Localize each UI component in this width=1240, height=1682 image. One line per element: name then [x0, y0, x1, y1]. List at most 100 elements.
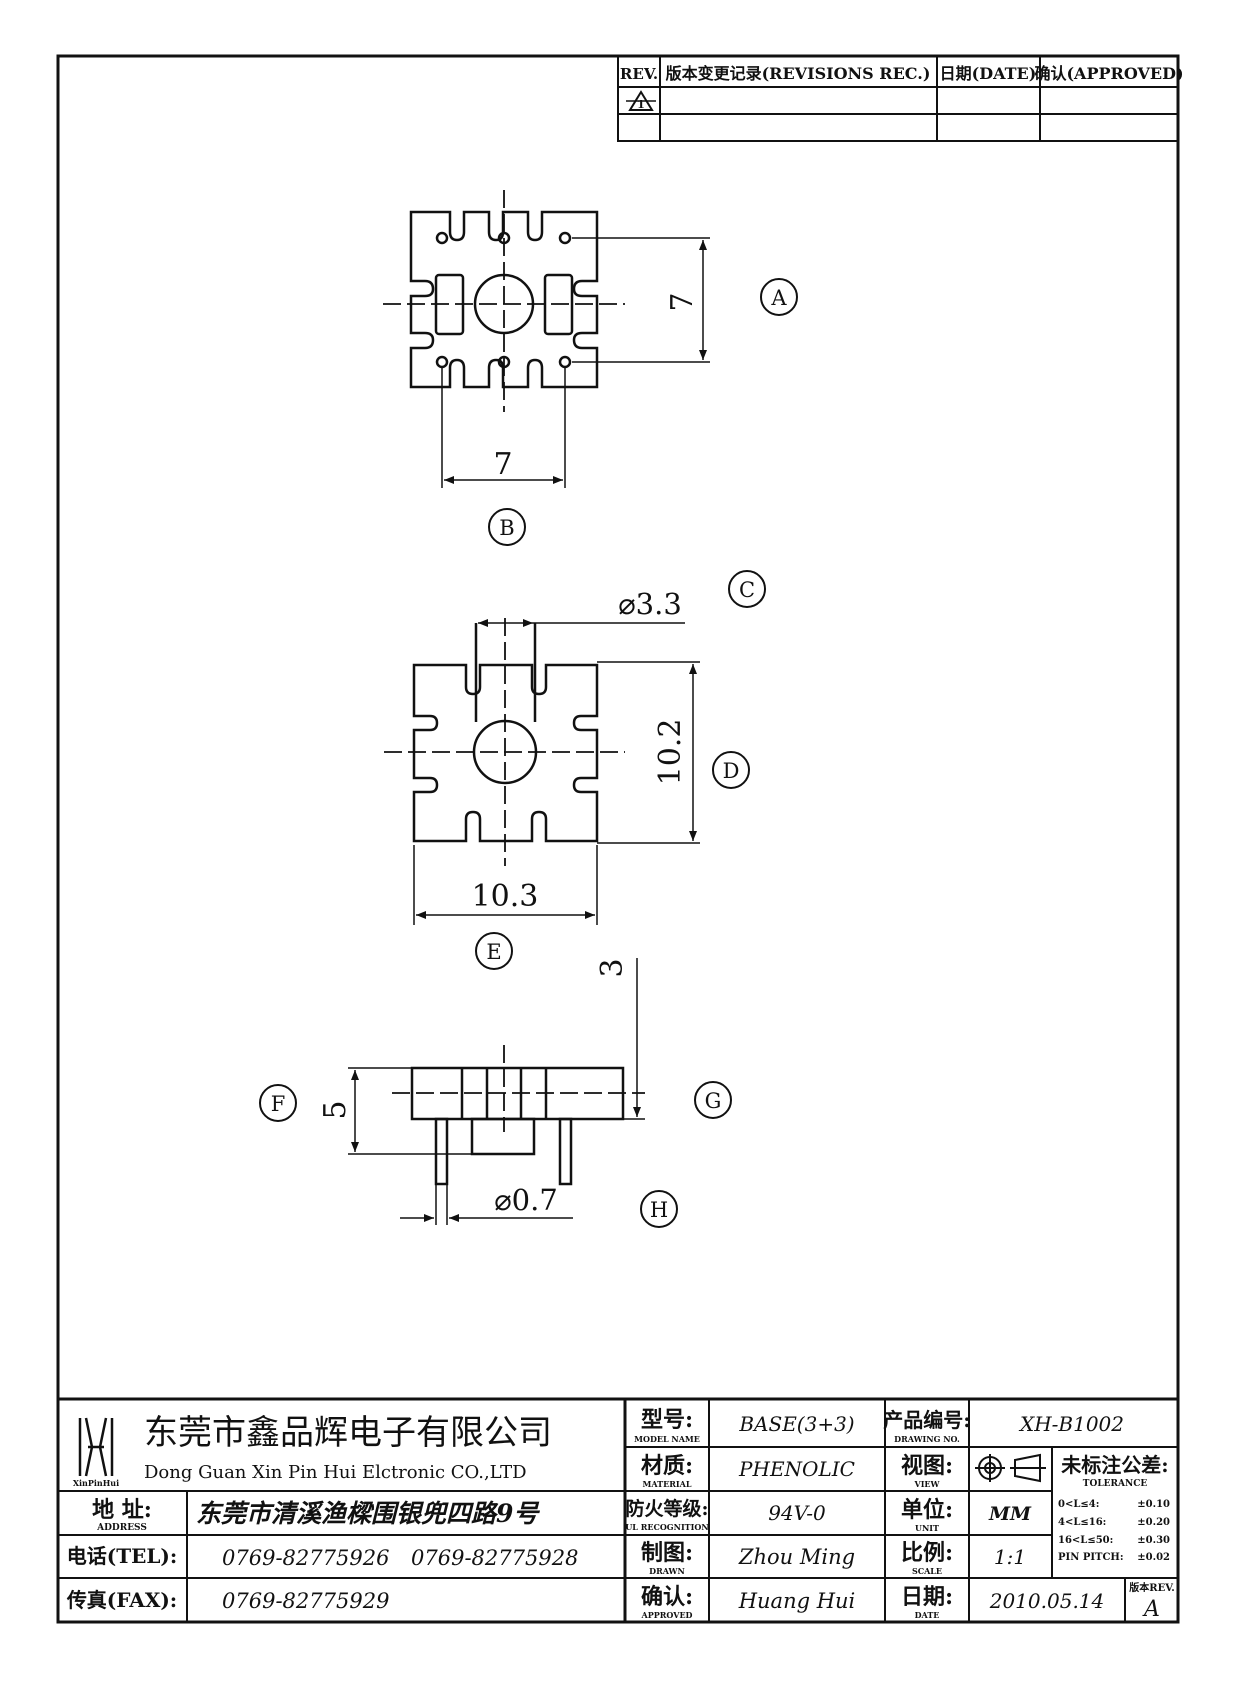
callout-e: E — [475, 932, 513, 970]
callout-f: F — [259, 1084, 297, 1122]
svg-text:C: C — [739, 578, 755, 602]
address-label: 地 址: — [92, 1497, 152, 1523]
model-label-en: MODEL NAME — [634, 1434, 700, 1444]
scale-label: 比例: — [901, 1540, 953, 1566]
revision-table — [617, 55, 1179, 142]
scale-label-en: SCALE — [912, 1566, 942, 1576]
tolerance-value: ±0.30 — [1137, 1535, 1170, 1546]
dim-side-height: 5 — [318, 1100, 353, 1119]
side-pin-right — [558, 1117, 573, 1186]
top-view-dimensions — [441, 237, 710, 488]
address-value: 东莞市清溪渔樑围银兜四路9号 — [196, 1499, 540, 1528]
company-logo — [78, 1417, 114, 1477]
callout-g: G — [694, 1081, 732, 1119]
drawing-no-label: 产品编号: — [883, 1408, 970, 1432]
tolerance-label-en: TOLERANCE — [1083, 1479, 1148, 1489]
drawn-value: Zhou Ming — [738, 1545, 855, 1569]
tolerance-value: ±0.10 — [1137, 1499, 1170, 1510]
unit-value: MM — [988, 1503, 1032, 1525]
dim-pin-diameter: ⌀0.7 — [494, 1183, 558, 1217]
model-value: BASE(3+3) — [738, 1412, 854, 1436]
version-value: A — [1142, 1597, 1160, 1622]
tolerance-range: 4<L≤16: — [1058, 1517, 1106, 1528]
callout-h: H — [640, 1190, 678, 1228]
date-header: 日期(DATE) — [940, 64, 1037, 83]
tel-value-1: 0769-82775926 — [222, 1546, 389, 1570]
fax-value: 0769-82775929 — [222, 1589, 389, 1613]
view-label: 视图: — [901, 1453, 953, 1479]
drawing-no-label-en: DRAWING NO. — [894, 1434, 960, 1444]
rev-header: REV. — [620, 65, 658, 83]
svg-text:H: H — [650, 1198, 668, 1222]
tel-value-2: 0769-82775928 — [411, 1546, 578, 1570]
svg-text:B: B — [499, 516, 514, 540]
pin-hole — [558, 355, 572, 369]
title-block-grid — [58, 1397, 1178, 1622]
dim-hole-diameter: ⌀3.3 — [618, 587, 682, 621]
drawn-label-en: DRAWN — [649, 1566, 685, 1576]
svg-text:E: E — [486, 940, 501, 964]
tolerance-range: 0<L≤4: — [1058, 1499, 1099, 1510]
pin-hole — [558, 231, 572, 245]
company-name-en: Dong Guan Xin Pin Hui Elctronic CO.,LTD — [144, 1462, 527, 1483]
pin-hole — [435, 231, 449, 245]
dim-pin-length: 3 — [595, 958, 630, 977]
tolerance-range: 16<L≤50: — [1058, 1535, 1113, 1546]
drawing-no-value: XH-B1002 — [1018, 1412, 1124, 1436]
dim-body-height: 10.2 — [653, 719, 688, 786]
svg-text:F: F — [271, 1092, 286, 1116]
fire-rating-label-en: UL RECOGNITION — [625, 1522, 708, 1532]
callout-a: A — [760, 278, 798, 316]
material-value: PHENOLIC — [738, 1457, 855, 1481]
view-label-en: VIEW — [913, 1479, 940, 1489]
tel-label: 电话(TEL): — [67, 1544, 178, 1568]
address-label-en: ADDRESS — [96, 1523, 147, 1533]
version-label: 版本REV. — [1129, 1581, 1174, 1594]
tolerance-table: 0<L≤4: ±0.10 4<L≤16: ±0.20 16<L≤50: ±0.3… — [1058, 1499, 1170, 1563]
date-value: 2010.05.14 — [989, 1589, 1105, 1613]
date-label: 日期: — [901, 1584, 953, 1610]
third-angle-projection-icon — [975, 1453, 1046, 1483]
model-label: 型号: — [641, 1407, 693, 1433]
scale-value: 1:1 — [994, 1545, 1026, 1569]
svg-text:1: 1 — [637, 98, 645, 111]
tolerance-range: PIN PITCH: — [1058, 1552, 1124, 1563]
side-view-centerlines — [392, 1045, 645, 1132]
dim-pitch-horizontal: 7 — [493, 447, 512, 482]
material-label: 材质: — [641, 1453, 693, 1479]
revision-triangle-icon: 1 — [626, 90, 656, 111]
fire-rating-value: 94V-0 — [768, 1501, 826, 1525]
dim-body-width: 10.3 — [472, 879, 539, 914]
unit-label-en: UNIT — [915, 1523, 939, 1533]
tolerance-label: 未标注公差: — [1061, 1453, 1168, 1477]
dim-pitch-vertical: 7 — [665, 292, 700, 311]
bottom-view-dimensions — [413, 619, 700, 925]
fire-rating-label: 防火等级: — [625, 1497, 708, 1520]
approved-header: 确认(APPROVED) — [1034, 64, 1183, 83]
revisions-header: 版本变更记录(REVISIONS REC.) — [665, 64, 931, 83]
side-pin-left — [434, 1117, 449, 1186]
approved-label-en: APPROVED — [641, 1610, 693, 1620]
callout-d: D — [712, 751, 750, 789]
sheet-border — [56, 54, 1180, 1624]
side-boss — [470, 1117, 536, 1156]
fax-label: 传真(FAX): — [66, 1588, 177, 1612]
company-name-cn: 东莞市鑫品辉电子有限公司 — [144, 1413, 552, 1453]
svg-text:G: G — [705, 1089, 722, 1113]
callout-c: C — [728, 570, 766, 608]
callout-b: B — [488, 508, 526, 546]
pin-hole — [435, 355, 449, 369]
approved-value: Huang Hui — [738, 1589, 856, 1613]
side-view — [410, 1066, 625, 1186]
svg-text:A: A — [770, 286, 787, 310]
drawn-label: 制图: — [641, 1540, 693, 1566]
bottom-view-centerlines — [384, 618, 625, 866]
side-view-dimensions — [348, 958, 645, 1225]
date-label-en: DATE — [915, 1610, 940, 1620]
logo-text: XinPinHui — [73, 1478, 119, 1488]
tolerance-value: ±0.02 — [1137, 1552, 1170, 1563]
unit-label: 单位: — [901, 1497, 953, 1523]
svg-text:D: D — [723, 759, 740, 783]
material-label-en: MATERIAL — [643, 1479, 692, 1489]
